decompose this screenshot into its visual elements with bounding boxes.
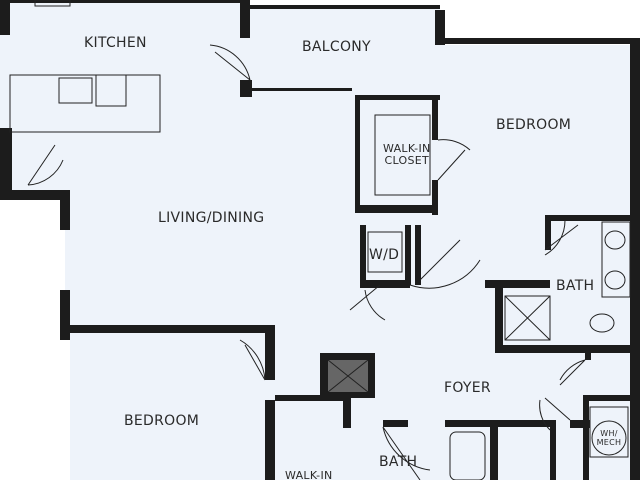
room-label-bath-secondary: BATH [379, 454, 418, 470]
shower-icon [504, 295, 551, 341]
room-label-kitchen: KITCHEN [84, 35, 147, 51]
room-label-bedroom-primary: BEDROOM [496, 117, 572, 133]
water-heater-icon [589, 406, 629, 458]
vanity-icon [601, 221, 631, 298]
room-label-walk-in-secondary: WALK-IN [285, 469, 333, 480]
sink-icon [58, 77, 93, 104]
room-label-living-dining: LIVING/DINING [158, 210, 265, 226]
room-label-bath-primary: BATH [556, 278, 595, 294]
closet-shelving [374, 114, 431, 196]
washer-dryer-icon [367, 231, 403, 273]
room-label-wd: W/D [369, 247, 400, 263]
room-label-foyer: FOYER [444, 380, 491, 396]
kitchen-island [9, 74, 161, 133]
dishwasher-icon [95, 74, 127, 107]
range-icon [34, 0, 71, 7]
room-label-bedroom-secondary: BEDROOM [124, 413, 200, 429]
bathtub-icon [449, 431, 486, 480]
stair-cross [327, 359, 369, 393]
room-label-wh-mech: WH/ MECH [596, 429, 622, 447]
room-label-balcony: BALCONY [302, 39, 371, 55]
room-label-walk-in-closet: WALK-IN CLOSET [383, 142, 431, 167]
toilet-icon [589, 313, 615, 333]
door-swings [27, 44, 586, 480]
